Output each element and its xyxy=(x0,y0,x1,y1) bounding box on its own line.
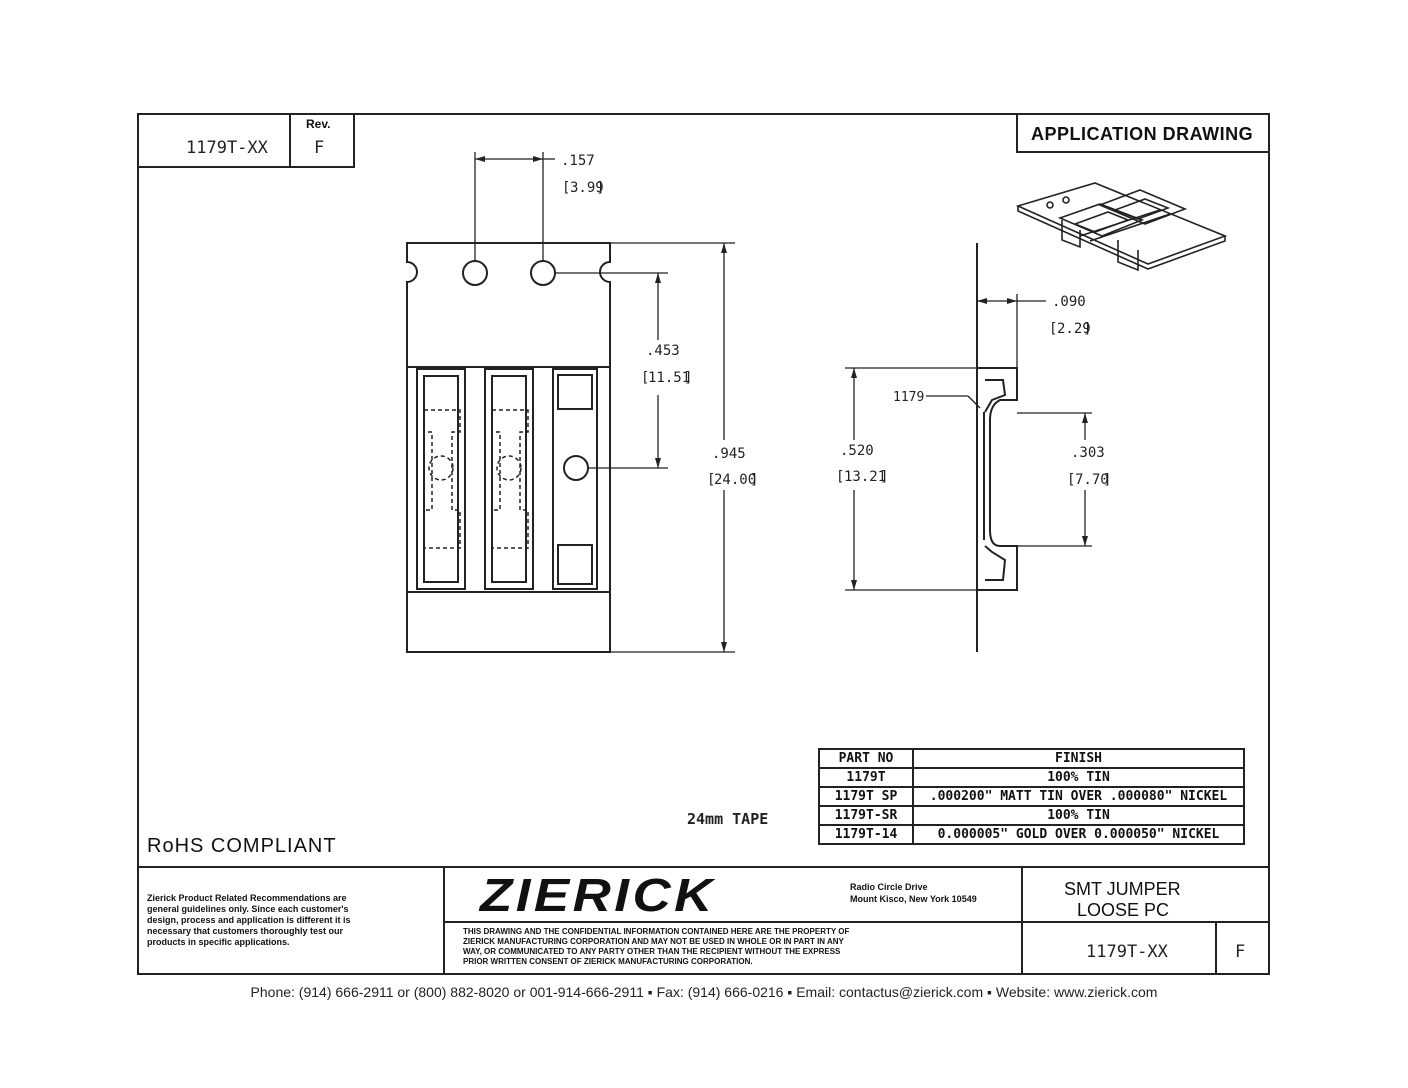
pocket-2 xyxy=(484,368,534,590)
revision-cell xyxy=(289,113,355,168)
svg-text:[: [ xyxy=(836,469,844,485)
table-row: 1179T-SR 100% TIN xyxy=(818,805,1245,826)
address-line-2: Mount Kisco, New York 10549 xyxy=(850,894,977,904)
rev-label: Rev. xyxy=(306,117,331,131)
rev-value-bottom: F xyxy=(1235,942,1246,962)
sprocket-hole-2 xyxy=(530,260,556,286)
dim-offset-in: .453 xyxy=(646,343,680,359)
address-line-1: Radio Circle Drive xyxy=(850,882,928,892)
table-row: 1179T 100% TIN xyxy=(818,767,1245,788)
pocket-1 xyxy=(416,368,466,590)
row-part: 1179T xyxy=(818,767,914,788)
row-finish: 0.000005" GOLD OVER 0.000050" NICKEL xyxy=(912,824,1245,845)
table-row: 1179T-14 0.000005" GOLD OVER 0.000050" N… xyxy=(818,824,1245,845)
svg-text:[: [ xyxy=(1049,321,1057,337)
dim-thickness-in: .090 xyxy=(1052,294,1086,310)
part-number-top: 1179T-XX xyxy=(186,138,268,158)
sprocket-hole-1 xyxy=(462,260,488,286)
proprietary-notice: THIS DRAWING AND THE CONFIDENTIAL INFORM… xyxy=(463,927,850,966)
dim-inner-mm: 7.70 xyxy=(1075,472,1109,488)
description-line-1: SMT JUMPER xyxy=(1064,879,1181,899)
dim-pitch-mm: 3.99 xyxy=(570,180,604,196)
company-logo: ZIERICK xyxy=(480,869,716,921)
svg-text:]: ] xyxy=(880,469,888,485)
description-line-2: LOOSE PC xyxy=(1077,900,1170,920)
header-part-no: PART NO xyxy=(818,748,914,769)
logo-divider xyxy=(443,921,1023,923)
table-header-row: PART NO FINISH xyxy=(818,748,1245,769)
jumper-profile xyxy=(977,367,1018,591)
dim-pitch-in: .157 xyxy=(561,153,595,169)
tape-label: 24mm TAPE xyxy=(687,810,769,828)
rev-value-top: F xyxy=(314,138,325,158)
svg-text:]: ] xyxy=(750,472,758,488)
dim-offset-mm: 11.51 xyxy=(648,370,690,386)
dim-length-in: .520 xyxy=(840,443,874,459)
svg-text:]: ] xyxy=(596,180,604,196)
part-number-bottom: 1179T-XX xyxy=(1086,942,1168,962)
header-finish: FINISH xyxy=(912,748,1245,769)
row-part: 1179T SP xyxy=(818,786,914,807)
row-finish: 100% TIN xyxy=(912,767,1245,788)
svg-text:]: ] xyxy=(1083,321,1091,337)
row-finish: .000200" MATT TIN OVER .000080" NICKEL xyxy=(912,786,1245,807)
drawing-type-cell xyxy=(1016,113,1270,153)
pocket-3 xyxy=(552,368,598,590)
row-finish: 100% TIN xyxy=(912,805,1245,826)
dim-thickness-mm: 2.29 xyxy=(1057,321,1091,337)
row-part: 1179T-SR xyxy=(818,805,914,826)
rohs-label: RoHS COMPLIANT xyxy=(147,835,337,857)
svg-text:]: ] xyxy=(684,370,692,386)
dim-inner-in: .303 xyxy=(1071,445,1105,461)
isometric-view xyxy=(1015,182,1228,272)
row-part: 1179T-14 xyxy=(818,824,914,845)
dim-length-mm: 13.21 xyxy=(844,469,886,485)
svg-text:[: [ xyxy=(562,180,570,196)
table-row: 1179T SP .000200" MATT TIN OVER .000080"… xyxy=(818,786,1245,807)
finish-table: PART NO FINISH 1179T 100% TIN 1179T SP .… xyxy=(818,748,1245,845)
svg-text:[: [ xyxy=(641,370,649,386)
dim-width-in: .945 xyxy=(712,446,746,462)
tape-outline xyxy=(406,242,611,653)
part-callout: 1179 xyxy=(893,390,924,405)
rev-cell-bottom xyxy=(1215,921,1270,975)
drawing-type-label: APPLICATION DRAWING xyxy=(1031,124,1254,144)
description-cell xyxy=(1021,866,1270,923)
contact-footer: Phone: (914) 666-2911 or (800) 882-8020 … xyxy=(250,984,1158,1000)
svg-text:]: ] xyxy=(1103,472,1111,488)
dim-width-mm: 24.00 xyxy=(714,472,756,488)
svg-text:[: [ xyxy=(707,472,715,488)
disclaimer-text: Zierick Product Related Recommendations … xyxy=(147,893,351,947)
svg-text:[: [ xyxy=(1067,472,1075,488)
